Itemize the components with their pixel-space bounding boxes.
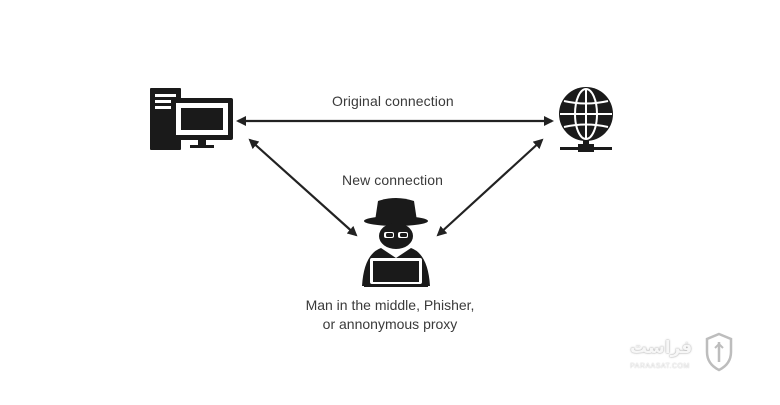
watermark-brand: فراست xyxy=(630,338,693,358)
new-connection-label: New connection xyxy=(342,172,444,188)
watermark-logo: فراست PARAASAT.COM xyxy=(628,330,738,378)
hacker-icon xyxy=(362,198,430,287)
desktop-computer-icon xyxy=(150,88,233,150)
attacker-caption-line-1: Man in the middle, Phisher, xyxy=(305,297,475,313)
client-to-attacker-arrow xyxy=(248,138,358,237)
attacker-caption: Man in the middle, Phisher, or annonymou… xyxy=(290,296,490,334)
server-to-attacker-arrow xyxy=(436,138,544,237)
attacker-caption-line-2: or annonymous proxy xyxy=(322,316,458,332)
globe-network-icon xyxy=(559,87,613,152)
watermark-url: PARAASAT.COM xyxy=(630,363,690,370)
shield-icon xyxy=(705,332,733,372)
original-connection-label: Original connection xyxy=(332,93,454,109)
